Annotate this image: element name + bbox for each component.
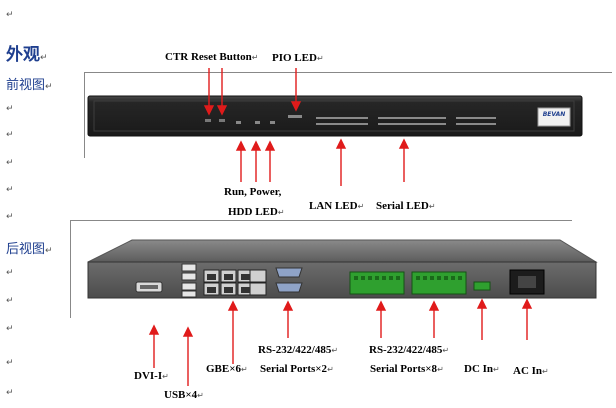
paragraph-mark: ↵: [6, 10, 14, 20]
serial-led-grid: [378, 117, 446, 125]
label-pio-led: PIO LED↵: [272, 52, 324, 64]
lan-led-grid: [316, 117, 368, 125]
heading-appearance: 外观↵: [6, 45, 48, 65]
heading-rear-view: 后视图↵: [6, 242, 53, 257]
usb-ports: [181, 263, 197, 298]
terminal-screws: [354, 276, 462, 280]
label-rs-serial-a-line2: Serial Ports×2↵: [260, 363, 334, 375]
front-box-top-border: [84, 72, 612, 73]
rear-box-left-border: [70, 220, 71, 318]
serial-led-grid-2: [456, 117, 496, 125]
label-rs-serial-b-line2: Serial Ports×8↵: [370, 363, 444, 375]
label-ctr-reset-button: CTR Reset Button↵: [165, 51, 259, 63]
label-dc-in: DC In↵: [464, 363, 500, 375]
paragraph-mark: ↵: [6, 358, 14, 368]
paragraph-mark: ↵: [6, 324, 14, 334]
label-run-power: Run, Power,: [224, 186, 282, 198]
label-serial-led: Serial LED↵: [376, 200, 436, 212]
paragraph-mark: ↵: [6, 296, 14, 306]
paragraph-mark: ↵: [6, 268, 14, 278]
label-rs-serial-a-line1: RS-232/422/485↵: [258, 344, 339, 356]
dc-in-connector: [473, 281, 491, 291]
reset-button: [219, 119, 225, 122]
front-inner-bezel: [93, 100, 575, 132]
bevan-logo: BEVAN: [542, 111, 566, 118]
label-hdd-led: HDD LED↵: [228, 206, 285, 218]
paragraph-mark: ↵: [6, 212, 14, 222]
front-box-left-border: [84, 72, 85, 158]
ac-in-socket: [509, 269, 545, 295]
run-led: [236, 121, 241, 124]
paragraph-mark: ↵: [6, 388, 14, 398]
logo-plate: [537, 107, 571, 127]
label-usb: USB×4↵: [164, 389, 204, 401]
gbe-port-holes: [207, 274, 250, 293]
label-dvi: DVI-I↵: [134, 370, 169, 382]
power-led: [255, 121, 260, 124]
ctr-button: [205, 119, 211, 122]
hdd-led: [270, 121, 275, 124]
label-gbe: GBE×6↵: [206, 363, 248, 375]
heading-front-view: 前视图↵: [6, 78, 53, 93]
label-rs-serial-b-line1: RS-232/422/485↵: [369, 344, 450, 356]
paragraph-mark: ↵: [6, 104, 14, 114]
pio-led-row: [288, 115, 302, 118]
db9-serial-ports: [275, 267, 303, 293]
paragraph-mark: ↵: [6, 130, 14, 140]
label-lan-led: LAN LED↵: [309, 200, 365, 212]
label-ac-in: AC In↵: [513, 365, 549, 377]
rear-box-top-border: [70, 220, 572, 221]
paragraph-mark: ↵: [6, 185, 14, 195]
paragraph-mark: ↵: [6, 158, 14, 168]
